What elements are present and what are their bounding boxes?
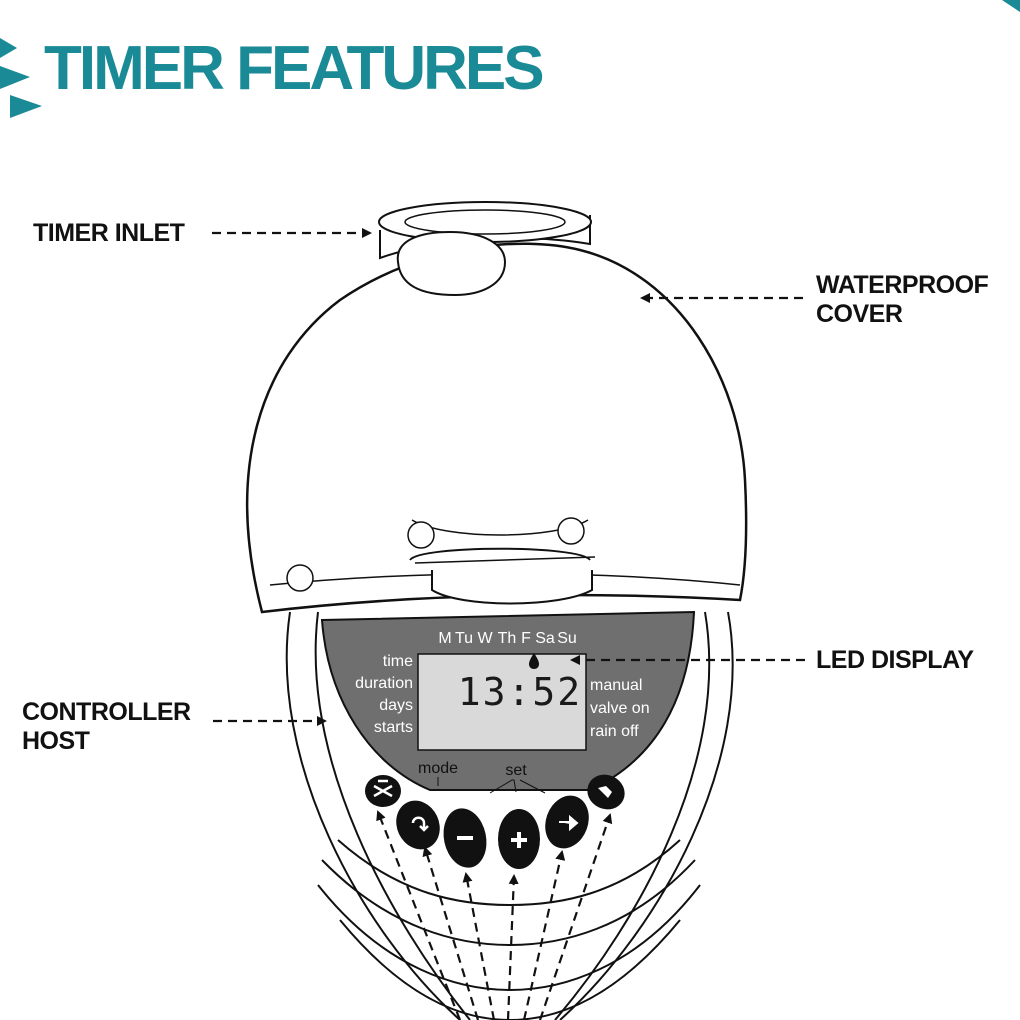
cycle-arrow-icon bbox=[411, 816, 429, 832]
right-arrow-icon bbox=[559, 814, 579, 832]
mode-button[interactable] bbox=[388, 793, 447, 856]
day-label: F bbox=[521, 630, 531, 647]
display-right-label: valve on bbox=[590, 700, 650, 717]
plus-button-arrow bbox=[506, 874, 519, 1020]
day-label: Tu bbox=[455, 630, 473, 647]
clear-button-arrow bbox=[376, 810, 462, 1020]
control-buttons bbox=[365, 769, 631, 871]
manual-button[interactable] bbox=[582, 769, 631, 816]
timer-inlet bbox=[378, 201, 592, 297]
day-label: M bbox=[438, 630, 451, 647]
plus-icon bbox=[511, 832, 527, 848]
lcd-screen bbox=[417, 653, 587, 751]
display-left-labels: time duration days starts bbox=[355, 653, 413, 736]
controller-host-callout: CONTROLLER HOST bbox=[22, 698, 191, 755]
day-label: Sa bbox=[535, 630, 555, 647]
lcd-clock: 13:52 bbox=[458, 670, 582, 714]
water-tap-icon bbox=[598, 786, 612, 798]
day-label: Su bbox=[557, 630, 577, 647]
display-right-label: manual bbox=[590, 677, 642, 694]
set-label: set bbox=[505, 762, 527, 779]
display-left-label: duration bbox=[355, 675, 413, 692]
led-display-callout: LED DISPLAY bbox=[816, 646, 974, 674]
page-title: TIMER FEATURES bbox=[44, 34, 545, 103]
display-left-label: time bbox=[383, 653, 413, 670]
callout-arrows bbox=[212, 228, 805, 1020]
day-label: Th bbox=[498, 630, 517, 647]
water-drop-icon bbox=[529, 653, 539, 669]
display-right-labels: manual valve on rain off bbox=[590, 677, 650, 740]
mode-label: mode bbox=[418, 760, 458, 777]
minus-button-arrow bbox=[462, 872, 496, 1020]
waterproof-cover[interactable] bbox=[246, 242, 748, 614]
plus-button[interactable] bbox=[498, 809, 540, 869]
clear-button[interactable] bbox=[365, 775, 401, 807]
timer-inlet-callout: TIMER INLET bbox=[33, 219, 185, 247]
display-right-label: rain off bbox=[590, 723, 639, 740]
display-left-label: days bbox=[379, 697, 413, 714]
day-label: W bbox=[477, 630, 493, 647]
next-button-arrow bbox=[522, 850, 566, 1020]
display-left-label: starts bbox=[374, 719, 413, 736]
triangle-decoration-icon bbox=[0, 0, 1020, 118]
next-button[interactable] bbox=[538, 789, 596, 854]
waterproof-cover-callout: WATERPROOF COVER bbox=[816, 271, 989, 328]
manual-button-arrow bbox=[538, 813, 613, 1020]
controller-host-body bbox=[285, 611, 734, 1020]
minus-icon bbox=[457, 836, 473, 840]
minus-button[interactable] bbox=[438, 804, 492, 871]
reset-icon bbox=[373, 779, 393, 798]
